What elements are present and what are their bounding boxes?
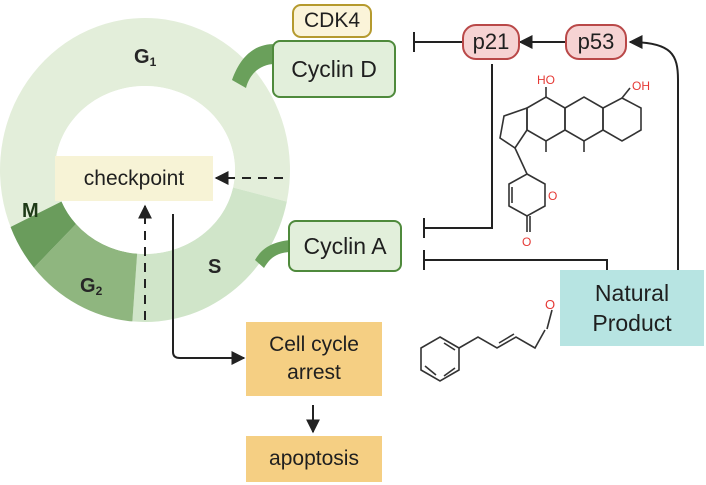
checkpoint-label: checkpoint: [83, 166, 185, 190]
natural-product-line1: Natural: [594, 280, 670, 306]
cell-cycle-arrest-box: Cell cycle arrest: [246, 322, 382, 396]
cyclin-a-box: Cyclin A: [288, 220, 402, 272]
cyclin-d-label: Cyclin D: [291, 55, 377, 82]
g2-phase-arc: [33, 223, 138, 322]
apoptosis-box: apoptosis: [246, 436, 382, 482]
checkpoint-to-arrest-arrow: [172, 214, 246, 365]
cyclin-d-connector: [232, 44, 275, 88]
g2-phase-label: G2: [80, 275, 103, 298]
natural-product-box: Natural Product: [560, 270, 704, 346]
carbonyl-oxygen-label: O: [522, 235, 531, 249]
p21-inhibits-cyclin-a-line: [424, 64, 493, 229]
g1-phase-arc: [0, 18, 290, 246]
natural-product-inhibits-cyclin-a-line: [424, 259, 608, 270]
hydroxyl-label-ring-c: HO: [537, 73, 555, 87]
s-phase-arc: [132, 187, 287, 322]
arrest-line2: arrest: [287, 361, 341, 384]
m-phase-label: M: [22, 200, 39, 222]
m-phase-arc: [10, 201, 77, 268]
arrest-line1: Cell cycle: [269, 333, 359, 356]
hydroxyl-label-ring-a: OH: [632, 79, 650, 93]
cdk4-box: CDK4: [292, 4, 372, 38]
natural-product-line2: Product: [592, 310, 672, 336]
g1-phase-label: G1: [134, 46, 157, 69]
cyclin-d-box: Cyclin D: [272, 40, 396, 98]
p53-label: p53: [577, 29, 615, 54]
pyranone-oxygen-label: O: [548, 189, 557, 203]
checkpoint-box: checkpoint: [55, 156, 213, 201]
s-phase-label: S: [208, 256, 222, 278]
cdk4-label: CDK4: [303, 9, 361, 32]
cyclin-a-connector: [255, 240, 290, 268]
natural-product-activates-p53-arrow: [628, 35, 679, 272]
p21-node: p21: [462, 24, 520, 60]
cyclin-a-label: Cyclin A: [303, 232, 387, 259]
p21-label: p21: [472, 29, 510, 54]
p53-node: p53: [565, 24, 627, 60]
aldehyde-oxygen-label: O: [545, 297, 555, 312]
cinnamaldehyde-structure: [420, 309, 553, 382]
apoptosis-label: apoptosis: [269, 447, 359, 470]
bufadienolide-structure: [499, 87, 642, 232]
